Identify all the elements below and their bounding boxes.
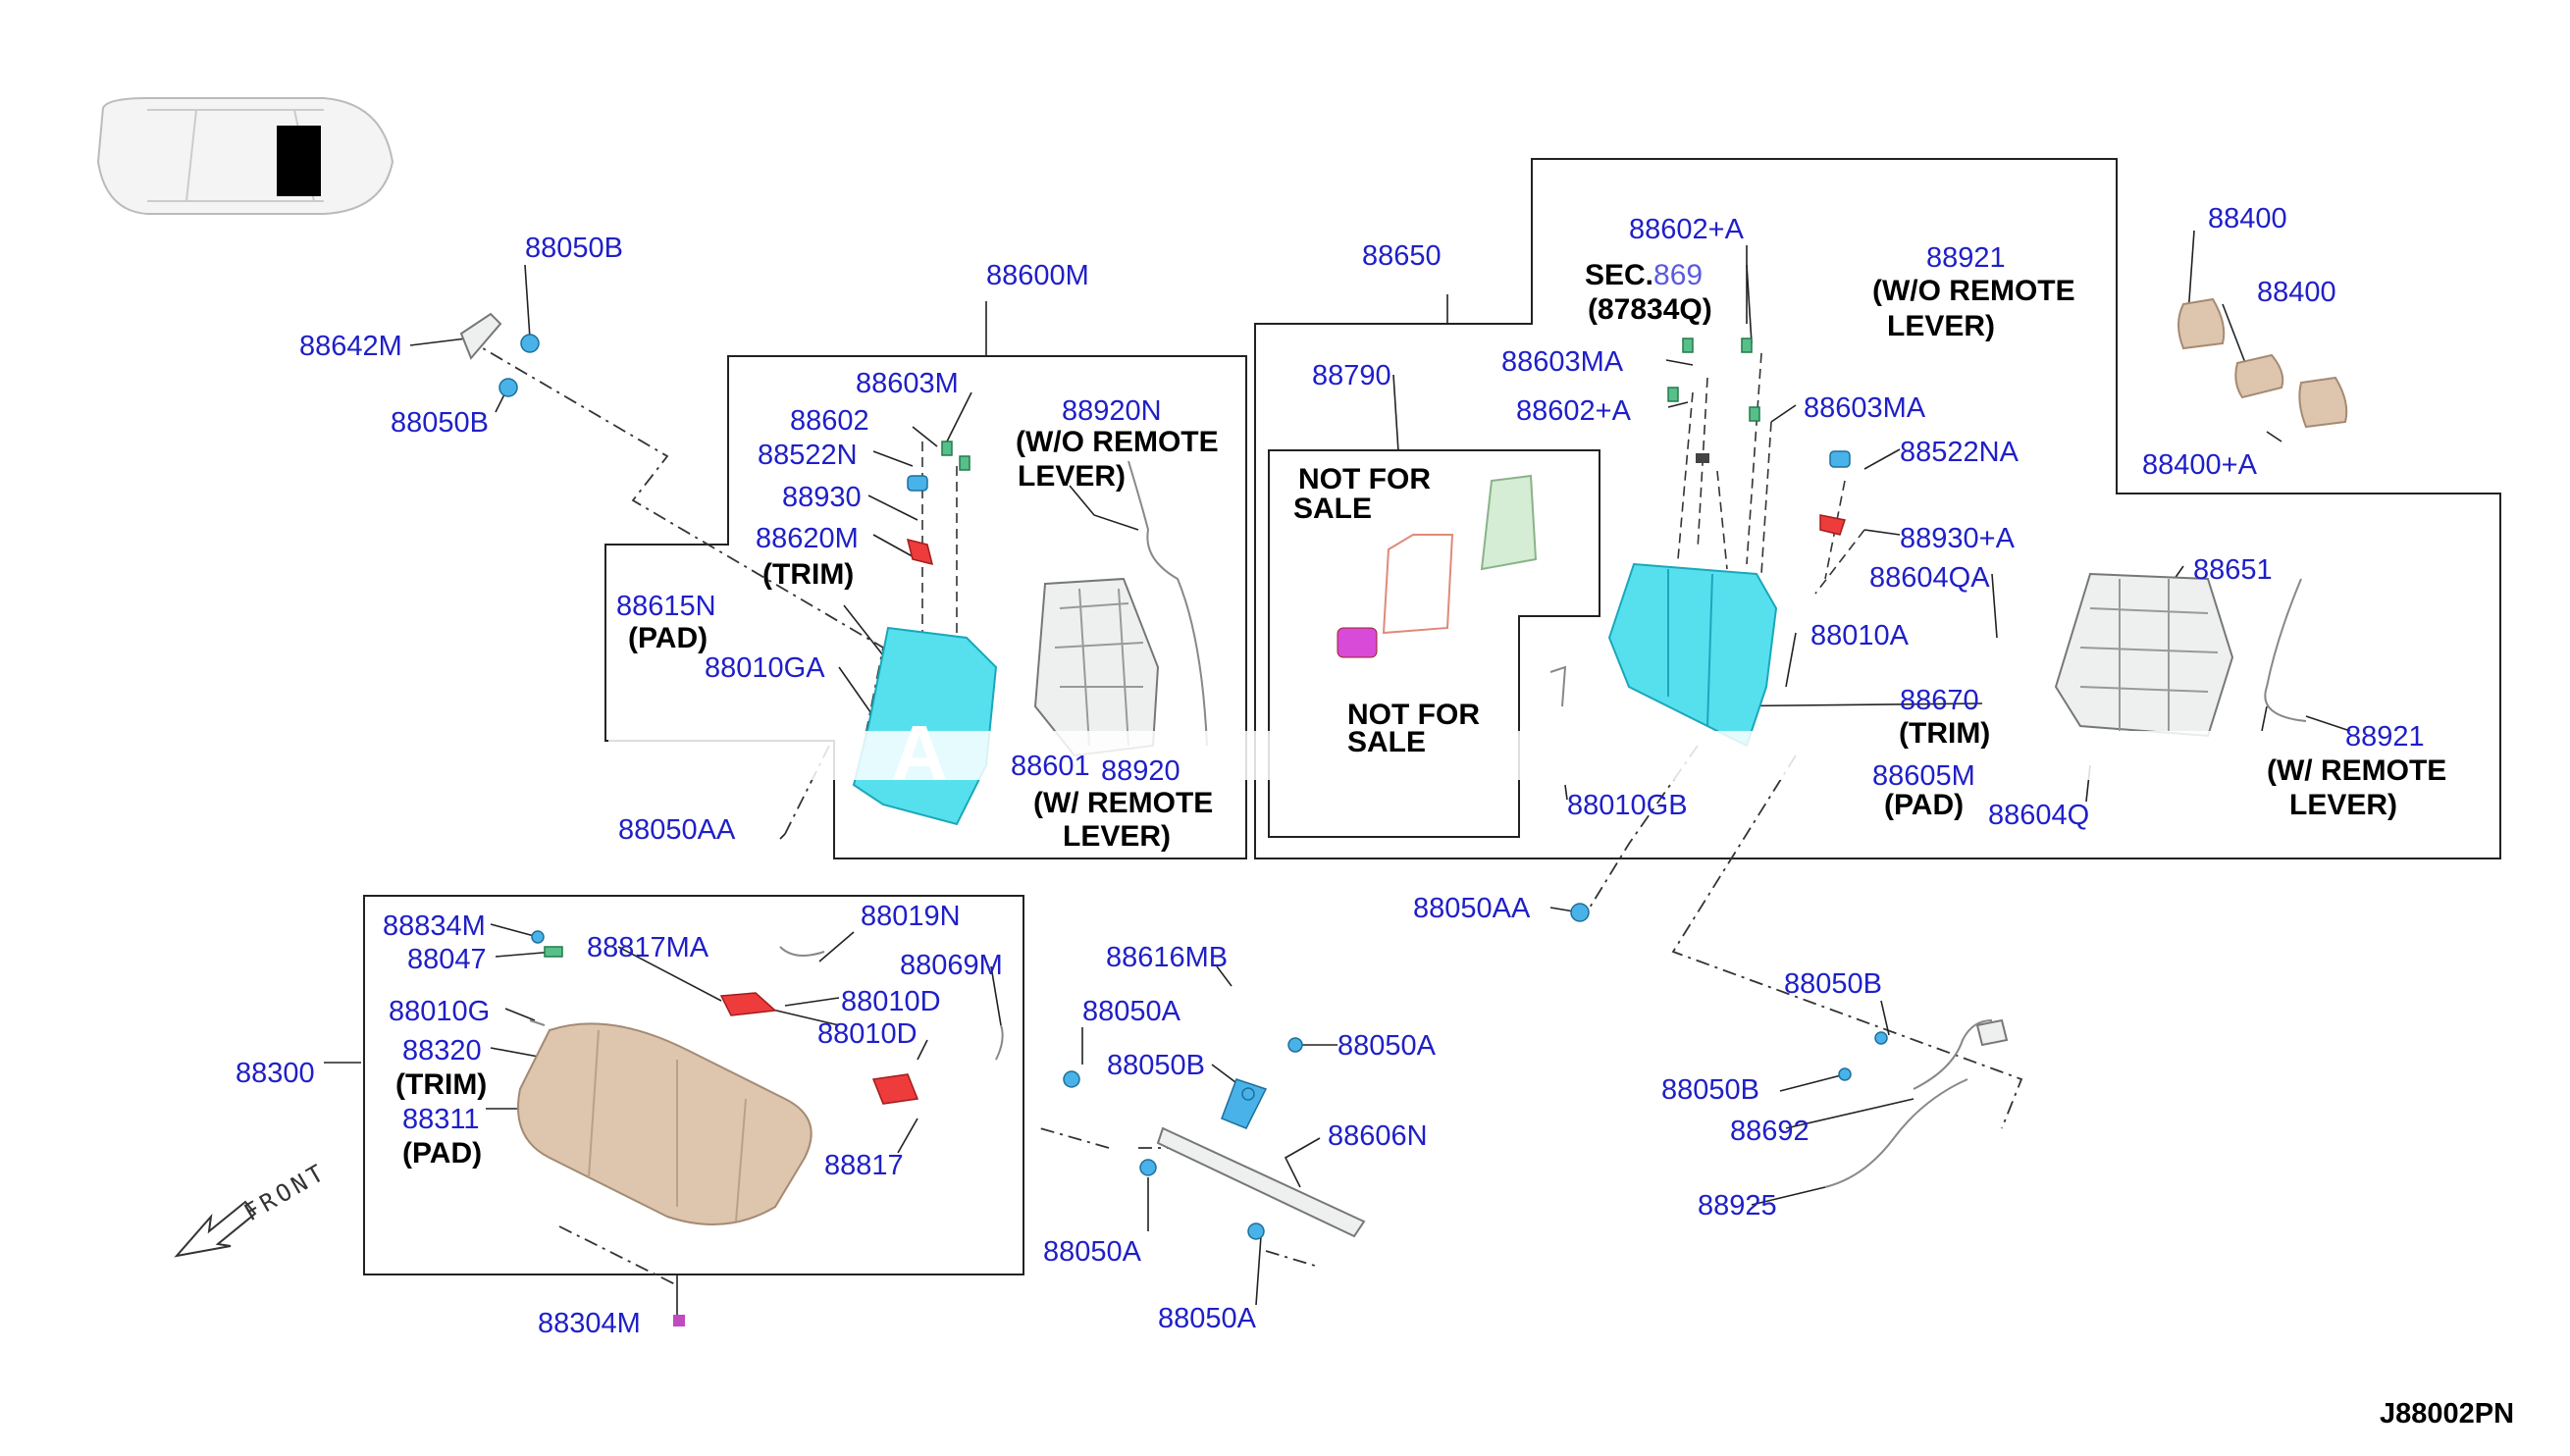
part-label[interactable]: 88604Q <box>1988 800 2089 831</box>
part-label[interactable]: 88320 <box>402 1035 482 1066</box>
part-label[interactable]: 88601 <box>1011 751 1090 782</box>
clip-88304M <box>673 1315 685 1326</box>
part-label[interactable]: 88522NA <box>1900 437 2019 468</box>
part-label[interactable]: 88050A <box>1082 996 1181 1027</box>
note-w-remote: (W/ REMOTE <box>1033 787 1213 819</box>
note-pad: (PAD) <box>628 622 708 654</box>
part-label[interactable]: 88400 <box>2208 203 2287 234</box>
watermark-band <box>608 731 2375 780</box>
note-not-for-sale: NOT FOR <box>1347 699 1480 731</box>
part-label[interactable]: 88400+A <box>2142 449 2258 481</box>
part-label[interactable]: 88930 <box>782 482 862 513</box>
note-not-for-sale: SALE <box>1293 493 1372 525</box>
part-label[interactable]: 88304M <box>538 1308 641 1339</box>
part-label[interactable]: 88606N <box>1328 1120 1428 1152</box>
note-w-remote: LEVER) <box>1063 820 1171 853</box>
note-not-for-sale: NOT FOR <box>1298 463 1431 495</box>
drawing-code: J88002PN <box>2380 1398 2514 1430</box>
watermark: A <box>891 709 948 797</box>
part-label[interactable]: 88605M <box>1872 760 1975 792</box>
part-label[interactable]: 88311 <box>402 1104 480 1135</box>
seatback-pad-right <box>1607 562 1778 748</box>
part-label[interactable]: 88602+A <box>1516 395 1632 427</box>
part-label[interactable]: 88604QA <box>1869 562 1990 594</box>
part-label[interactable]: 88616MB <box>1106 942 1228 973</box>
leader-lines <box>324 230 2351 1315</box>
part-label[interactable]: 88651 <box>2193 554 2273 586</box>
note-trim: (TRIM) <box>762 558 854 591</box>
note-w-remote: LEVER) <box>2289 789 2397 821</box>
part-label[interactable]: 88790 <box>1312 360 1391 391</box>
note-not-for-sale: SALE <box>1347 726 1426 758</box>
part-label[interactable]: 88603MA <box>1501 346 1624 378</box>
part-label[interactable]: 88920N <box>1062 395 1162 427</box>
part-number-labels[interactable]: 88050B 88642M 88050B 88600M 88603M 88602… <box>236 203 2425 1339</box>
part-label[interactable]: 88050A <box>1337 1030 1437 1062</box>
front-arrow-icon <box>174 1200 257 1258</box>
part-label[interactable]: 88050B <box>525 233 623 264</box>
part-label[interactable]: 88600M <box>986 260 1089 291</box>
seat-cushion <box>517 1022 813 1225</box>
part-label[interactable]: 88010GA <box>705 652 825 684</box>
right-seatback-box <box>1254 158 2501 859</box>
car-locator-icon <box>96 97 394 215</box>
part-label[interactable]: 88817 <box>824 1150 904 1181</box>
note-pad: (PAD) <box>402 1137 482 1170</box>
part-label[interactable]: 88047 <box>407 944 487 975</box>
part-label[interactable]: 88050AA <box>618 814 736 846</box>
note-pad: (PAD) <box>1884 789 1964 821</box>
part-label[interactable]: 88050A <box>1158 1303 1257 1334</box>
part-label[interactable]: 88050B <box>1661 1074 1759 1106</box>
part-label[interactable]: 88615N <box>616 591 716 622</box>
part-label[interactable]: 88817MA <box>587 932 709 963</box>
part-label[interactable]: 88010A <box>1810 620 1910 651</box>
part-label[interactable]: 88069M <box>900 950 1003 981</box>
diagram-notes: NOT FOR SALE NOT FOR SALE SEC.869 (87834… <box>395 259 2446 1170</box>
part-label[interactable]: 88522N <box>758 440 858 471</box>
note-wo-remote: LEVER) <box>1887 310 1995 342</box>
part-label[interactable]: 88010G <box>389 996 490 1027</box>
part-label[interactable]: 88010GB <box>1567 790 1688 821</box>
part-label[interactable]: 88620M <box>756 523 859 554</box>
part-label[interactable]: 88920 <box>1101 755 1180 787</box>
not-for-sale-box <box>1268 449 1600 838</box>
part-shapes <box>459 297 2348 1326</box>
part-label[interactable]: 88300 <box>236 1058 315 1089</box>
part-label[interactable]: 88692 <box>1730 1116 1809 1147</box>
part-label[interactable]: 88930+A <box>1900 523 2016 554</box>
part-label[interactable]: 88670 <box>1900 685 1979 716</box>
part-label[interactable]: 88602+A <box>1629 214 1745 245</box>
part-label[interactable]: 88050A <box>1043 1236 1142 1268</box>
part-label[interactable]: 88400 <box>2257 277 2336 308</box>
part-label[interactable]: 88925 <box>1698 1190 1777 1222</box>
part-label[interactable]: 88834M <box>383 910 486 942</box>
part-label[interactable]: 88921 <box>2345 721 2425 753</box>
part-label[interactable]: 88010D <box>817 1018 918 1050</box>
not-for-sale-clip <box>1337 627 1378 658</box>
part-label[interactable]: 88650 <box>1362 240 1442 272</box>
front-label: FRONT <box>239 1158 332 1226</box>
part-label[interactable]: 88602 <box>790 405 869 437</box>
part-label[interactable]: 88603MA <box>1804 392 1926 424</box>
part-label[interactable]: 88642M <box>299 331 402 362</box>
part-label[interactable]: 88603M <box>856 368 959 399</box>
note-wo-remote: LEVER) <box>1018 460 1126 493</box>
part-label[interactable]: 88050B <box>391 407 489 439</box>
part-label[interactable]: 88921 <box>1926 242 2006 274</box>
part-label[interactable]: 88019N <box>861 901 961 932</box>
note-trim: (TRIM) <box>395 1068 487 1101</box>
note-wo-remote: (W/O REMOTE <box>1872 275 2075 307</box>
note-wo-remote: (W/O REMOTE <box>1016 426 1219 458</box>
note-w-remote: (W/ REMOTE <box>2267 754 2446 787</box>
part-label[interactable]: 88010D <box>841 986 941 1017</box>
cushion-box <box>363 895 1024 1275</box>
note-trim: (TRIM) <box>1899 717 1990 750</box>
part-label[interactable]: 88050AA <box>1413 893 1531 924</box>
part-label[interactable]: 88050B <box>1107 1050 1205 1081</box>
note-sec-ref: (87834Q) <box>1588 293 1712 326</box>
part-label[interactable]: 88050B <box>1784 968 1882 1000</box>
note-sec: SEC.869 <box>1585 259 1703 291</box>
